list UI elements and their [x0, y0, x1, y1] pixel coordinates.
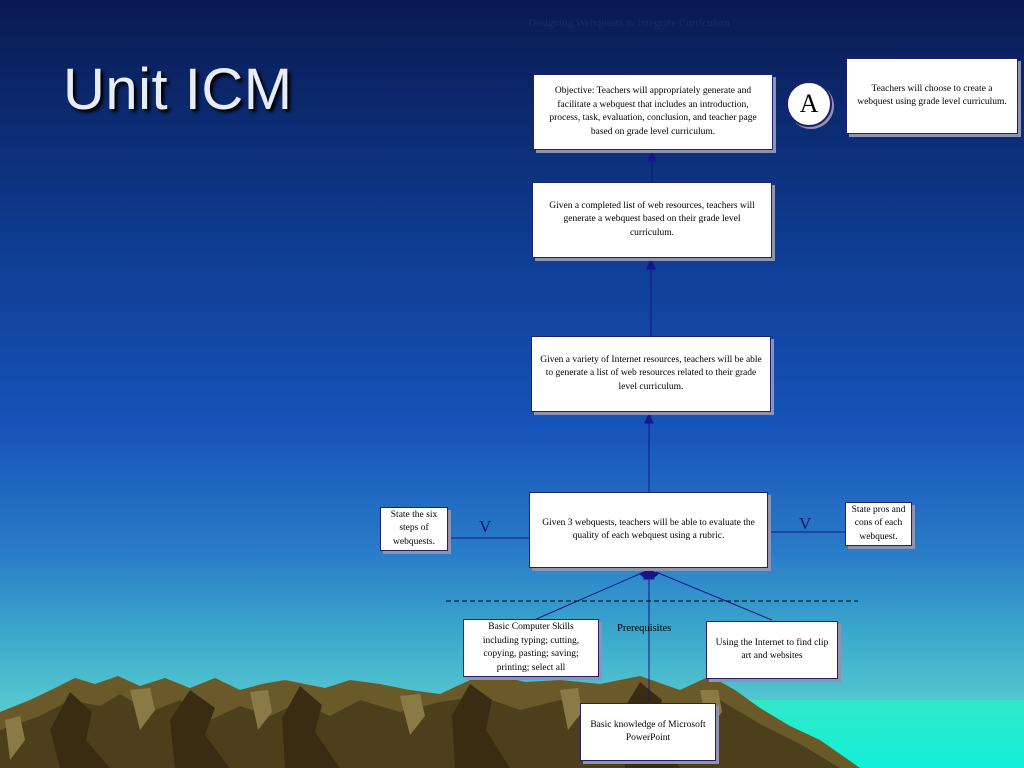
verbal-left-marker: V — [479, 517, 492, 536]
verbal-right-marker: V — [799, 514, 812, 533]
attitude-box: Teachers will choose to create a webques… — [846, 58, 1018, 134]
step2-box: Given a variety of Internet resources, t… — [531, 336, 771, 412]
mountains — [0, 676, 860, 768]
header-caption: Designing Webquests to Integrate Curricu… — [528, 17, 730, 29]
prereq-internet-box: Using the Internet to find clip art and … — [706, 621, 838, 679]
slide-title: Unit ICM — [63, 57, 293, 122]
step1-box: Given 3 webquests, teachers will be able… — [529, 492, 768, 568]
connectors — [448, 103, 846, 702]
objective-box: Objective: Teachers will appropriately g… — [533, 74, 773, 150]
connector-internet-step1 — [655, 571, 773, 621]
verbal-right-box: State pros and cons of each webquest. — [845, 502, 912, 546]
prereq-computer-box: Basic Computer Skills including typing; … — [463, 619, 599, 677]
step3-box: Given a completed list of web resources,… — [532, 182, 772, 258]
connector-computer-step1 — [533, 571, 645, 621]
prereq-powerpoint-box: Basic knowledge of Microsoft PowerPoint — [580, 703, 716, 761]
attitude-marker: A — [786, 81, 832, 127]
prerequisites-label: Prerequisites — [617, 623, 672, 634]
verbal-left-box: State the six steps of webquests. — [380, 507, 448, 551]
